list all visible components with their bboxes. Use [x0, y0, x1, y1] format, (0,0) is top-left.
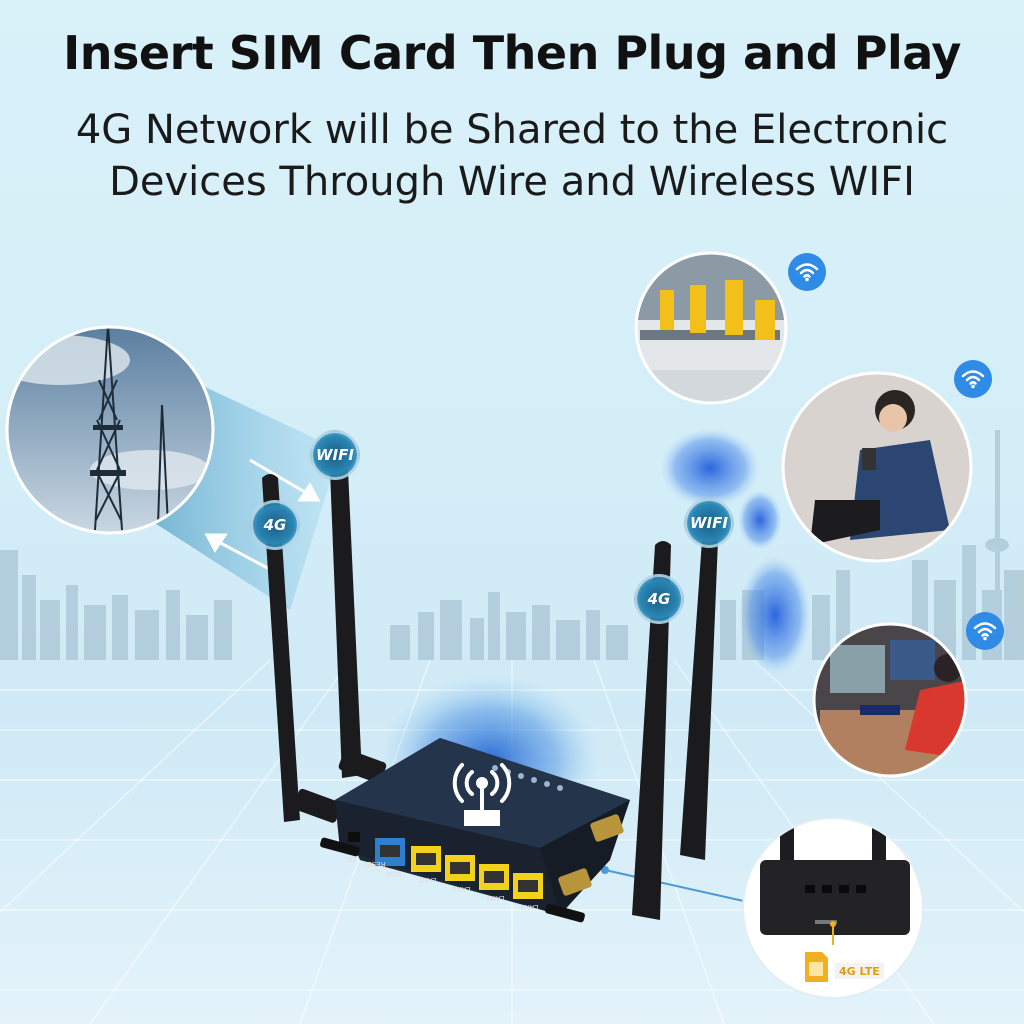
woman-with-phone-photo [781, 371, 973, 563]
sim-card-icon [805, 952, 828, 982]
port-label-lan3: LAN3 [486, 894, 505, 902]
subtitle-line-2: Devices Through Wire and Wireless WIFI [109, 159, 915, 205]
factory-robots-photo [634, 251, 788, 405]
router-body [320, 738, 630, 923]
port-label-wan: WAN [385, 870, 402, 878]
page-title: Insert SIM Card Then Plug and Play [63, 26, 961, 80]
right-4g-badge: 4G [634, 574, 684, 624]
wifi-icon [954, 360, 992, 398]
data-flow-arrows [204, 458, 321, 574]
port-label-reset: RESET [363, 860, 386, 868]
wifi-icon [788, 253, 826, 291]
cell-tower-photo [5, 325, 215, 535]
port-label-lan4: LAN4 [520, 903, 539, 911]
gaming-setup-photo [812, 622, 968, 778]
port-label-lan1: LAN1 [418, 876, 437, 884]
wireless-waves [660, 428, 811, 675]
tower-wifi-badge: WIFI [310, 430, 360, 480]
router-broadcast-icon [452, 763, 512, 826]
sim-4g-lte-label: 4G LTE [835, 963, 884, 979]
sim-slot-closeup [601, 817, 924, 999]
port-label-lan2: LAN2 [452, 885, 471, 893]
subtitle-line-1: 4G Network will be Shared to the Electro… [75, 107, 949, 153]
wifi-icon [966, 612, 1004, 650]
tower-4g-badge: 4G [250, 500, 300, 550]
page-subtitle: 4G Network will be Shared to the Electro… [0, 104, 1024, 208]
port-label-dc: DC [345, 855, 356, 863]
right-wifi-badge: WIFI [684, 498, 734, 548]
router-antennas [262, 466, 718, 920]
